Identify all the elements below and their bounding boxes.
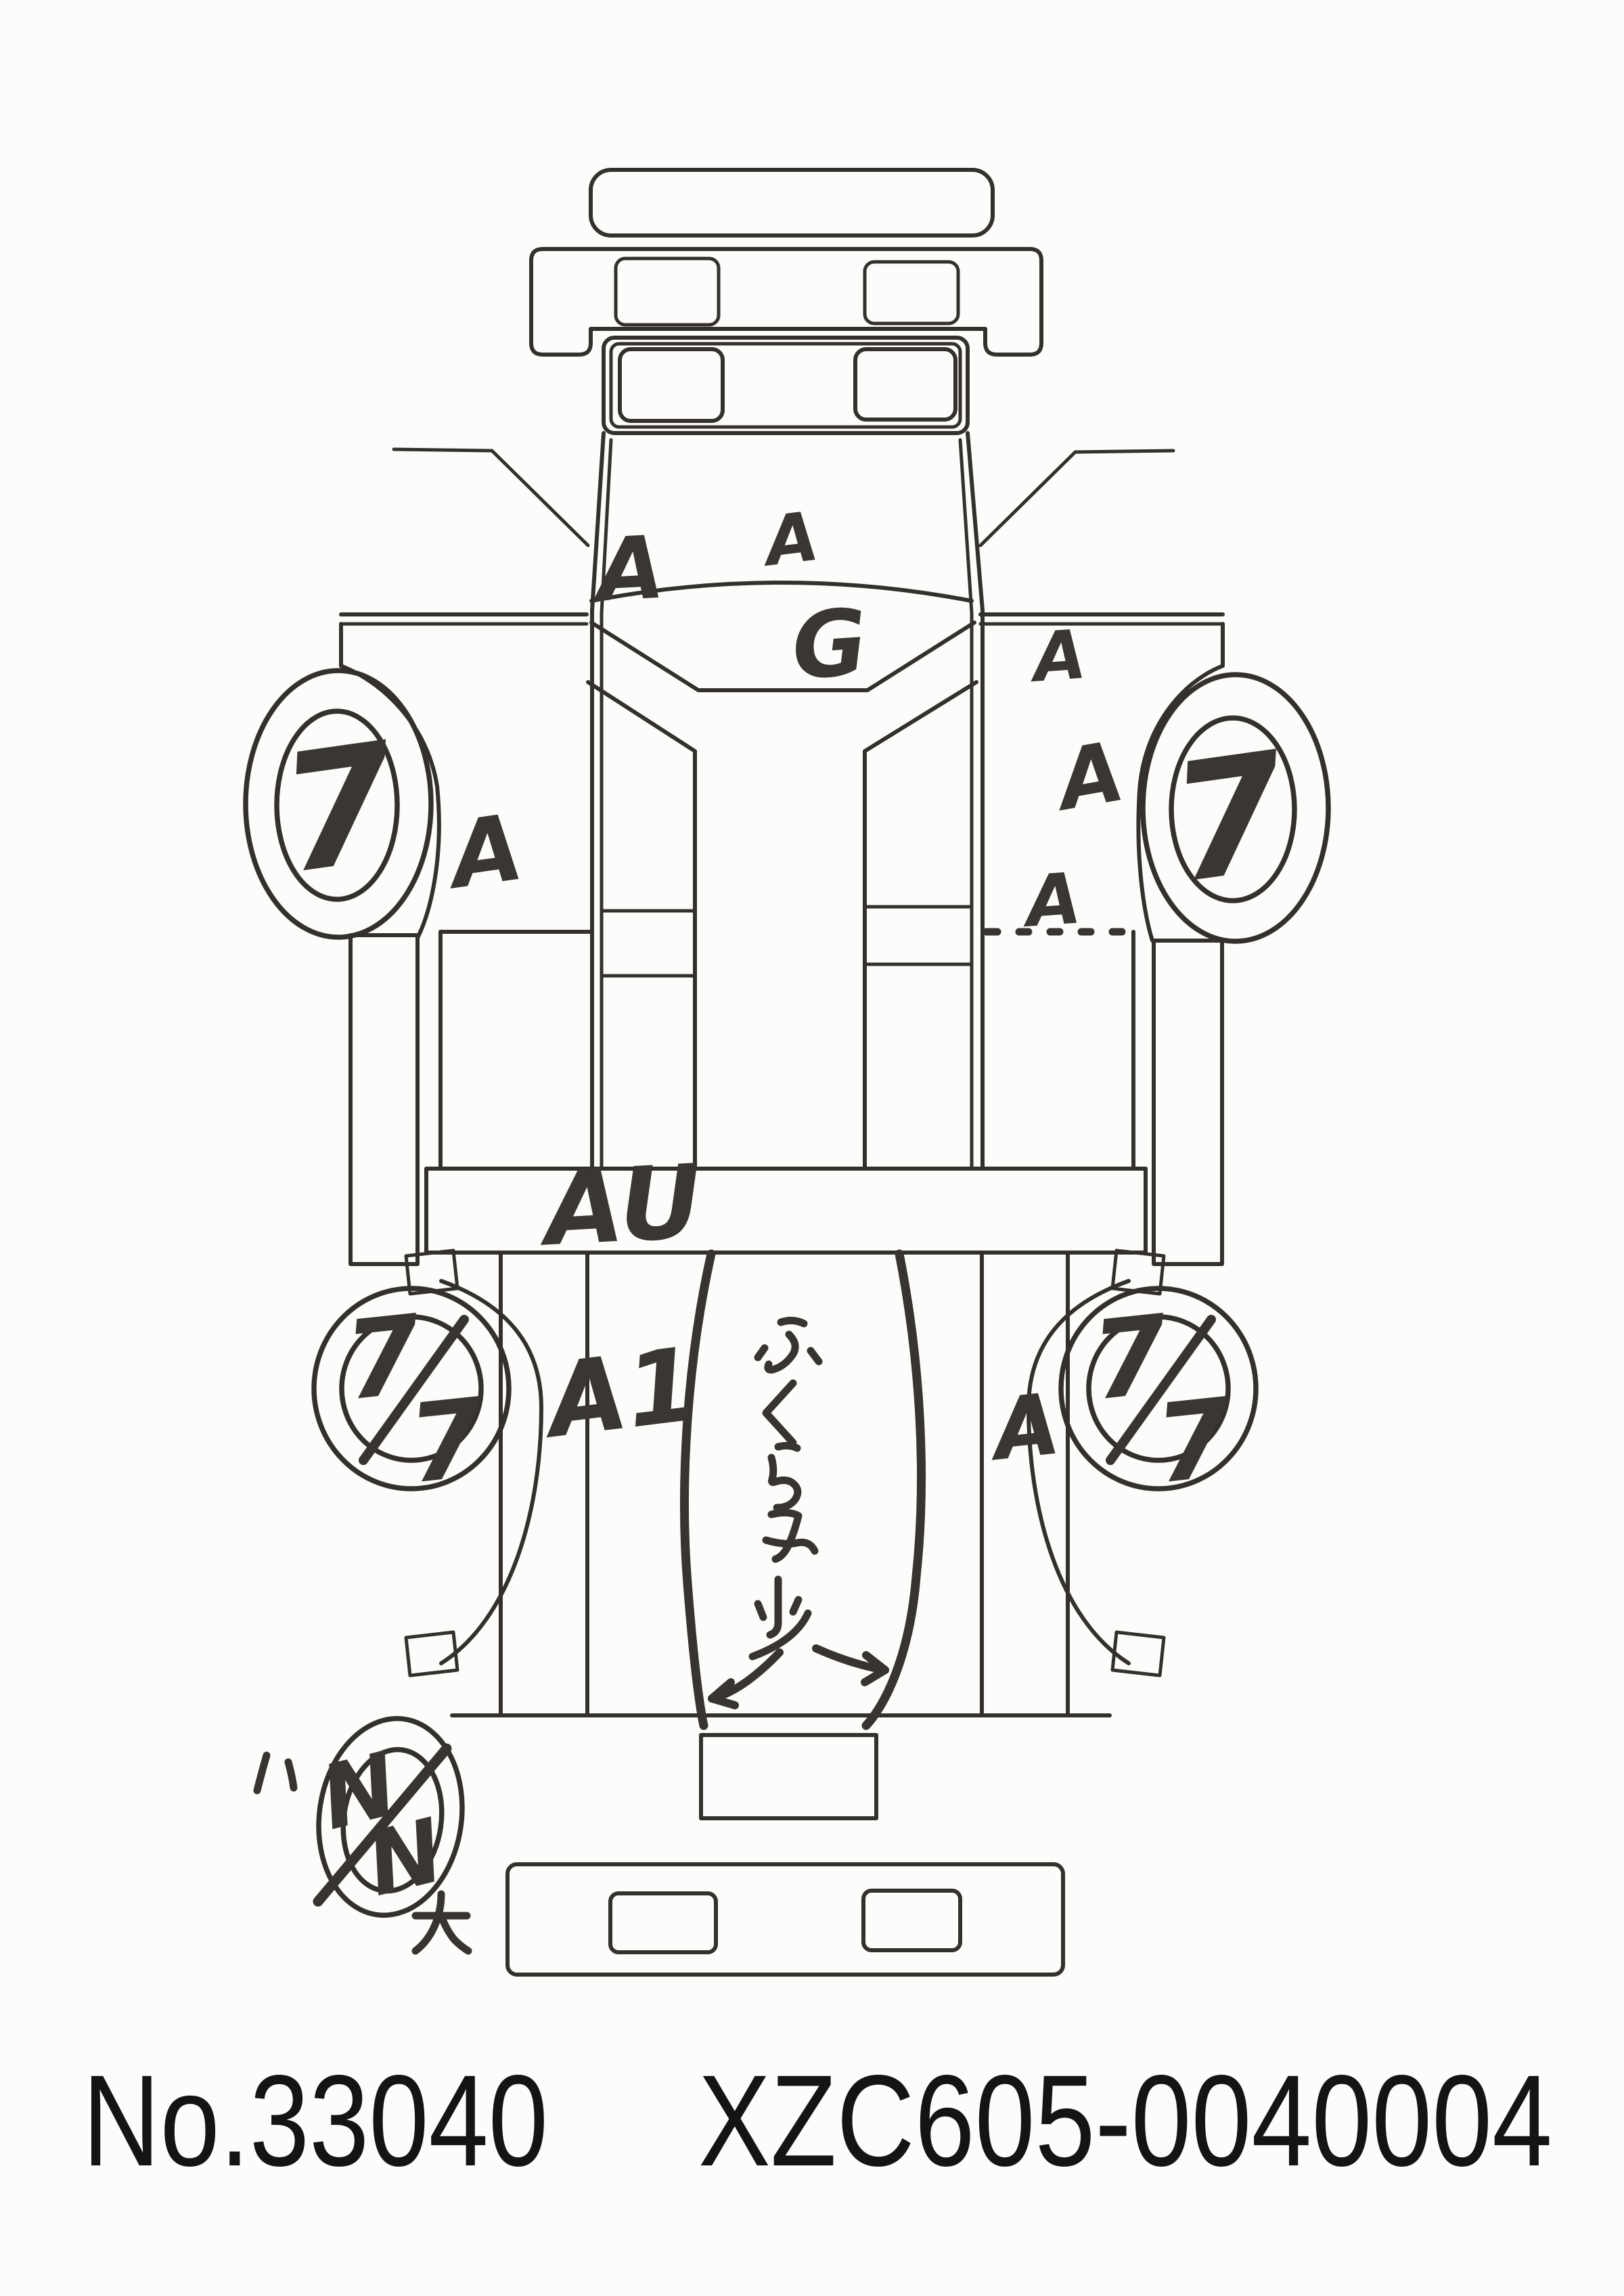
mark-windshield: G <box>788 589 870 700</box>
kana-fu <box>754 1316 823 1374</box>
mark-cab-top-center: A <box>757 497 823 582</box>
mark-bed-right: A <box>983 1375 1064 1480</box>
mark-crossmember: AU <box>535 1143 704 1269</box>
lot-code: XZC605-0040004 <box>698 2048 1552 2193</box>
rear-step-box <box>699 1733 878 1820</box>
mark-rear-right-tire-1: 7 <box>1086 1291 1175 1425</box>
rear-bumper-step-right <box>861 1889 962 1952</box>
front-bumper <box>589 168 995 238</box>
cab-edge-left-outer <box>590 431 606 1171</box>
frame-bulge-line-left <box>679 1249 716 1730</box>
windshield-frame-inner <box>609 342 962 429</box>
mark-rear-left-tire-2: 7 <box>403 1374 491 1508</box>
bulge-arrow-left <box>708 1648 784 1709</box>
mark-front-left-tire: 7 <box>270 707 408 911</box>
mark-rear-left-tire-1: 7 <box>339 1291 428 1425</box>
mark-front-right-tire: 7 <box>1160 717 1298 920</box>
mark-cab-top-left: A <box>589 518 667 622</box>
mark-bed-left: A1 <box>535 1326 704 1462</box>
frame-bulge-line-right <box>861 1249 926 1730</box>
mirror-arm-right <box>978 449 1175 547</box>
rear-left-wheel <box>311 1286 512 1491</box>
rear-left-bracket-bottom <box>404 1630 459 1678</box>
rear-right-bracket-top <box>1110 1248 1166 1296</box>
cab-edge-right-outer <box>966 431 985 1171</box>
spare-tire: 小 大 <box>253 1715 472 1955</box>
rear-right-wheel-slash <box>1106 1315 1216 1465</box>
mark-rear-right-tire-2: 7 <box>1150 1374 1238 1508</box>
spare-tire-slash <box>313 1743 452 1907</box>
mark-right-side-middle: A <box>1046 723 1131 830</box>
bulge-arrow-right <box>812 1644 889 1686</box>
kanji-shou <box>748 1575 812 1661</box>
windshield-glass-right <box>853 347 957 422</box>
rear-left-wheel-slash <box>359 1315 469 1465</box>
front-panel-outline <box>589 621 976 692</box>
rear-right-wheelhouse-arc <box>1027 1279 1131 1665</box>
front-right-wheel <box>1140 672 1331 944</box>
spare-note-large-kanji <box>411 1890 472 1955</box>
windshield-glass-left <box>618 347 725 423</box>
left-fuel-tank-box <box>348 933 420 1266</box>
right-fuel-tank-box <box>1152 939 1224 1266</box>
rear-right-bracket-bottom <box>1110 1630 1166 1678</box>
mark-right-side-lower: A <box>1019 857 1084 943</box>
spare-note-small-kanji <box>253 1751 298 1795</box>
cab-edge-right-inner <box>958 438 974 1171</box>
rear-left-bracket-top <box>404 1248 459 1296</box>
rear-bumper-step-left <box>608 1891 718 1954</box>
rear-left-wheelhouse-arc <box>439 1279 543 1665</box>
mark-right-side-upper: A <box>1026 614 1088 698</box>
mark-left-door: A <box>438 794 529 909</box>
left-front-fender-arc <box>339 664 441 940</box>
windshield-frame-outer <box>602 336 970 435</box>
frame-column-left <box>586 680 697 1171</box>
sheet-number: No.33040 <box>83 2048 548 2193</box>
roof-visor-right <box>863 260 960 325</box>
front-left-wheel <box>243 668 434 940</box>
right-front-fender-arc <box>1136 664 1225 943</box>
cab-roof-panel <box>529 247 1043 357</box>
kana-ra <box>767 1441 802 1512</box>
mark-spare-tire-2: N <box>357 1799 453 1916</box>
kana-ku <box>762 1379 797 1447</box>
rear-right-wheel <box>1058 1286 1259 1491</box>
bed-front-crossmember <box>424 1167 1148 1255</box>
bulge-note-kana: ふくらみ少 <box>748 1316 823 1661</box>
mirror-arm-left <box>392 447 590 547</box>
cowl-curve <box>589 581 974 603</box>
roof-visor-left <box>614 256 721 327</box>
cab-edge-left-inner <box>600 438 613 1171</box>
frame-column-right <box>863 680 978 1171</box>
kana-mi <box>762 1508 819 1563</box>
rear-bumper <box>505 1862 1065 1977</box>
